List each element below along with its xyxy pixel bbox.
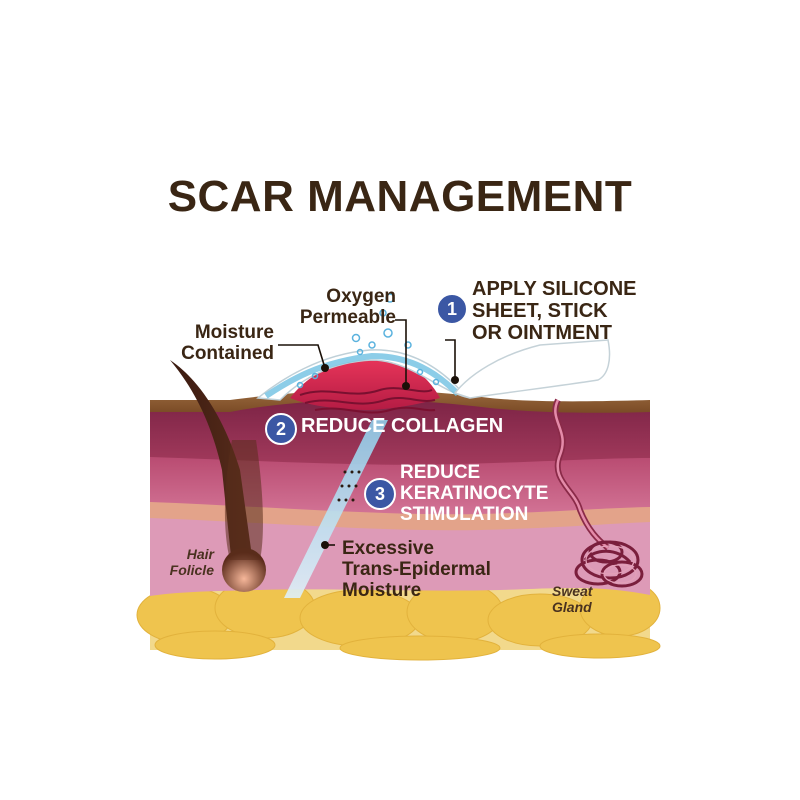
step-1-badge: 1 (436, 293, 468, 325)
step-1-line-2: SHEET, STICK (472, 300, 608, 322)
tewl-line-1: Excessive (342, 538, 434, 559)
fat-lobules (136, 577, 661, 661)
moisture-streak (284, 420, 388, 598)
hair-line-1: Hair (186, 546, 214, 562)
moisture-layer (264, 352, 461, 399)
tewl-line-2: Trans-Epidermal (342, 559, 491, 580)
moisture-line-2: Contained (181, 343, 274, 364)
sweat-line-1: Sweat (552, 583, 593, 599)
moisture-contained-label: Moisture Contained (150, 322, 274, 364)
step-1-line-3: OR OINTMENT (472, 322, 612, 344)
step-2-label: REDUCE COLLAGEN (301, 415, 504, 437)
step-3-line-1: REDUCE (400, 462, 481, 483)
oxygen-permeable-label: Oxygen Permeable (276, 286, 396, 328)
moisture-dots (337, 470, 361, 502)
dermis (150, 455, 650, 515)
step-3-label: REDUCE KERATINOCYTE STIMULATION (400, 462, 548, 525)
epidermis (150, 395, 650, 465)
page-title: SCAR MANAGEMENT (167, 172, 633, 221)
leader-lines (278, 319, 456, 546)
lower-dermis (150, 515, 650, 596)
oxygen-bubbles (296, 293, 440, 389)
oxygen-line-2: Permeable (299, 307, 396, 328)
hair-follicle-label: Hair Folicle (168, 546, 214, 578)
sweat-gland-coil (574, 540, 644, 588)
step-2-badge: 2 (265, 413, 297, 445)
tewl-label: Excessive Trans-Epidermal Moisture (342, 538, 491, 601)
leader-dots (321, 364, 459, 549)
silicone-sheet-peeled (453, 339, 611, 399)
hair-line-2: Folicle (169, 562, 214, 578)
sweat-gland-label: Sweat Gland (552, 583, 592, 615)
step-1-label: APPLY SILICONE SHEET, STICK OR OINTMENT (472, 278, 637, 344)
sweat-line-2: Gland (552, 599, 592, 615)
tewl-line-3: Moisture (342, 580, 422, 601)
step-3-line-3: STIMULATION (400, 504, 529, 525)
collagen-fibers (299, 387, 436, 414)
step-1-line-1: APPLY SILICONE (472, 278, 637, 300)
step-3-line-2: KERATINOCYTE (400, 483, 549, 504)
step-3-badge: 3 (364, 478, 396, 510)
oxygen-line-1: Oxygen (326, 286, 396, 307)
moisture-line-1: Moisture (194, 322, 274, 343)
